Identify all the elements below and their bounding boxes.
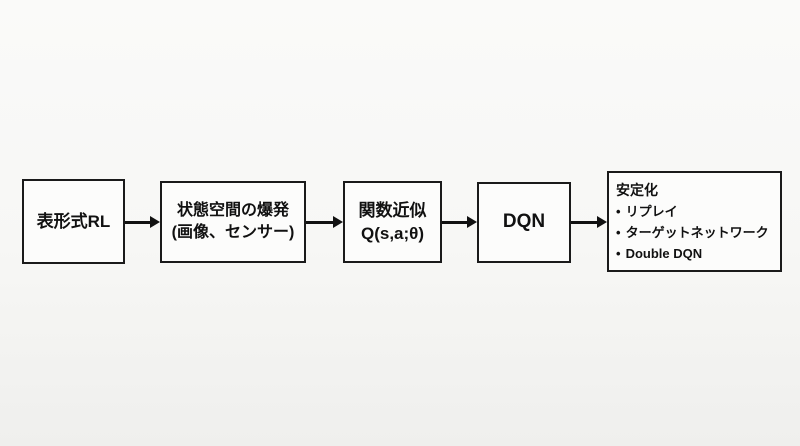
stabilization-bullet-target-network-label: ターゲットネットワーク: [625, 225, 769, 240]
node-stabilization: 安定化 • リプレイ • ターゲットネットワーク • Double DQN: [607, 171, 782, 272]
node-function-approximation: 関数近似 Q(s,a;θ): [343, 181, 442, 263]
stabilization-bullet-double-dqn: • Double DQN: [616, 243, 702, 264]
arrowhead-icon: [333, 216, 343, 228]
node-tabular-rl: 表形式RL: [22, 179, 125, 264]
bullet-icon: •: [616, 225, 621, 240]
arrow-shaft: [125, 220, 152, 224]
arrow-dqn-to-stabilization: [571, 216, 607, 228]
arrowhead-icon: [150, 216, 160, 228]
node-state-space-line2: (画像、センサー): [171, 224, 295, 241]
node-tabular-rl-label: 表形式RL: [36, 211, 111, 231]
stabilization-bullet-target-network: • ターゲットネットワーク: [616, 222, 769, 243]
node-function-approx-line2: Q(s,a;θ): [360, 224, 425, 243]
node-state-space-line1: 状態空間の爆発: [176, 201, 289, 219]
node-dqn-label: DQN: [502, 211, 546, 233]
stabilization-bullet-replay: • リプレイ: [616, 201, 678, 222]
node-function-approx-line1: 関数近似: [358, 200, 427, 220]
arrowhead-icon: [597, 216, 607, 228]
arrow-shaft: [571, 220, 599, 224]
bullet-icon: •: [616, 204, 621, 219]
arrow-funcapprox-to-dqn: [442, 216, 477, 228]
arrow-tabular-to-statespace: [125, 216, 160, 228]
arrowhead-icon: [467, 216, 477, 228]
bullet-icon: •: [616, 246, 621, 261]
node-state-space-explosion: 状態空間の爆発 (画像、センサー): [160, 181, 306, 263]
node-dqn: DQN: [477, 182, 571, 263]
stabilization-title: 安定化: [616, 182, 658, 198]
arrow-shaft: [306, 220, 335, 224]
arrow-shaft: [442, 220, 469, 224]
stabilization-bullet-double-dqn-label: Double DQN: [625, 246, 703, 261]
arrow-statespace-to-funcapprox: [306, 216, 343, 228]
stabilization-bullet-replay-label: リプレイ: [625, 204, 678, 219]
